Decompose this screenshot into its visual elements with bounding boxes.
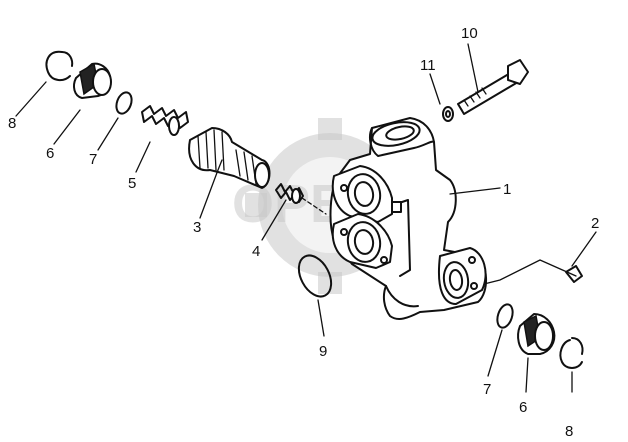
washer-part-11 [442,106,454,122]
callout-7-right: 7 [483,381,491,398]
callout-6-right: 6 [519,399,527,416]
callout-8-right: 8 [565,423,573,440]
callout-8-left: 8 [8,115,16,132]
callout-5: 5 [128,175,136,192]
spring-part-5 [141,105,189,136]
o-ring-part-9 [297,254,333,298]
plug-part-6-right [517,313,556,355]
plug-part-6-left [73,62,112,99]
callout-2: 2 [591,215,599,232]
snap-ring-part-8-left [45,50,74,82]
bolt-part-10 [457,59,529,115]
callout-11: 11 [420,57,436,74]
callout-7-left: 7 [89,151,97,168]
snap-ring-part-8-right [559,337,584,369]
spring-part-4 [275,183,304,204]
valve-body-part-1 [329,117,487,320]
leader-lines [15,43,597,393]
callout-6-left: 6 [46,145,54,162]
o-ring-part-7-left [115,91,133,115]
axis-line-spring-4 [301,197,327,215]
callout-10: 10 [461,25,478,42]
callout-1: 1 [503,181,511,198]
callout-4: 4 [252,243,260,260]
callout-3: 3 [193,219,201,236]
callout-labels: 8 6 7 5 3 4 11 10 1 2 9 7 6 8 [8,25,599,440]
o-ring-part-7-right [496,303,514,329]
callout-9: 9 [319,343,327,360]
plug-part-2 [565,265,583,283]
spool-part-3 [188,127,271,189]
